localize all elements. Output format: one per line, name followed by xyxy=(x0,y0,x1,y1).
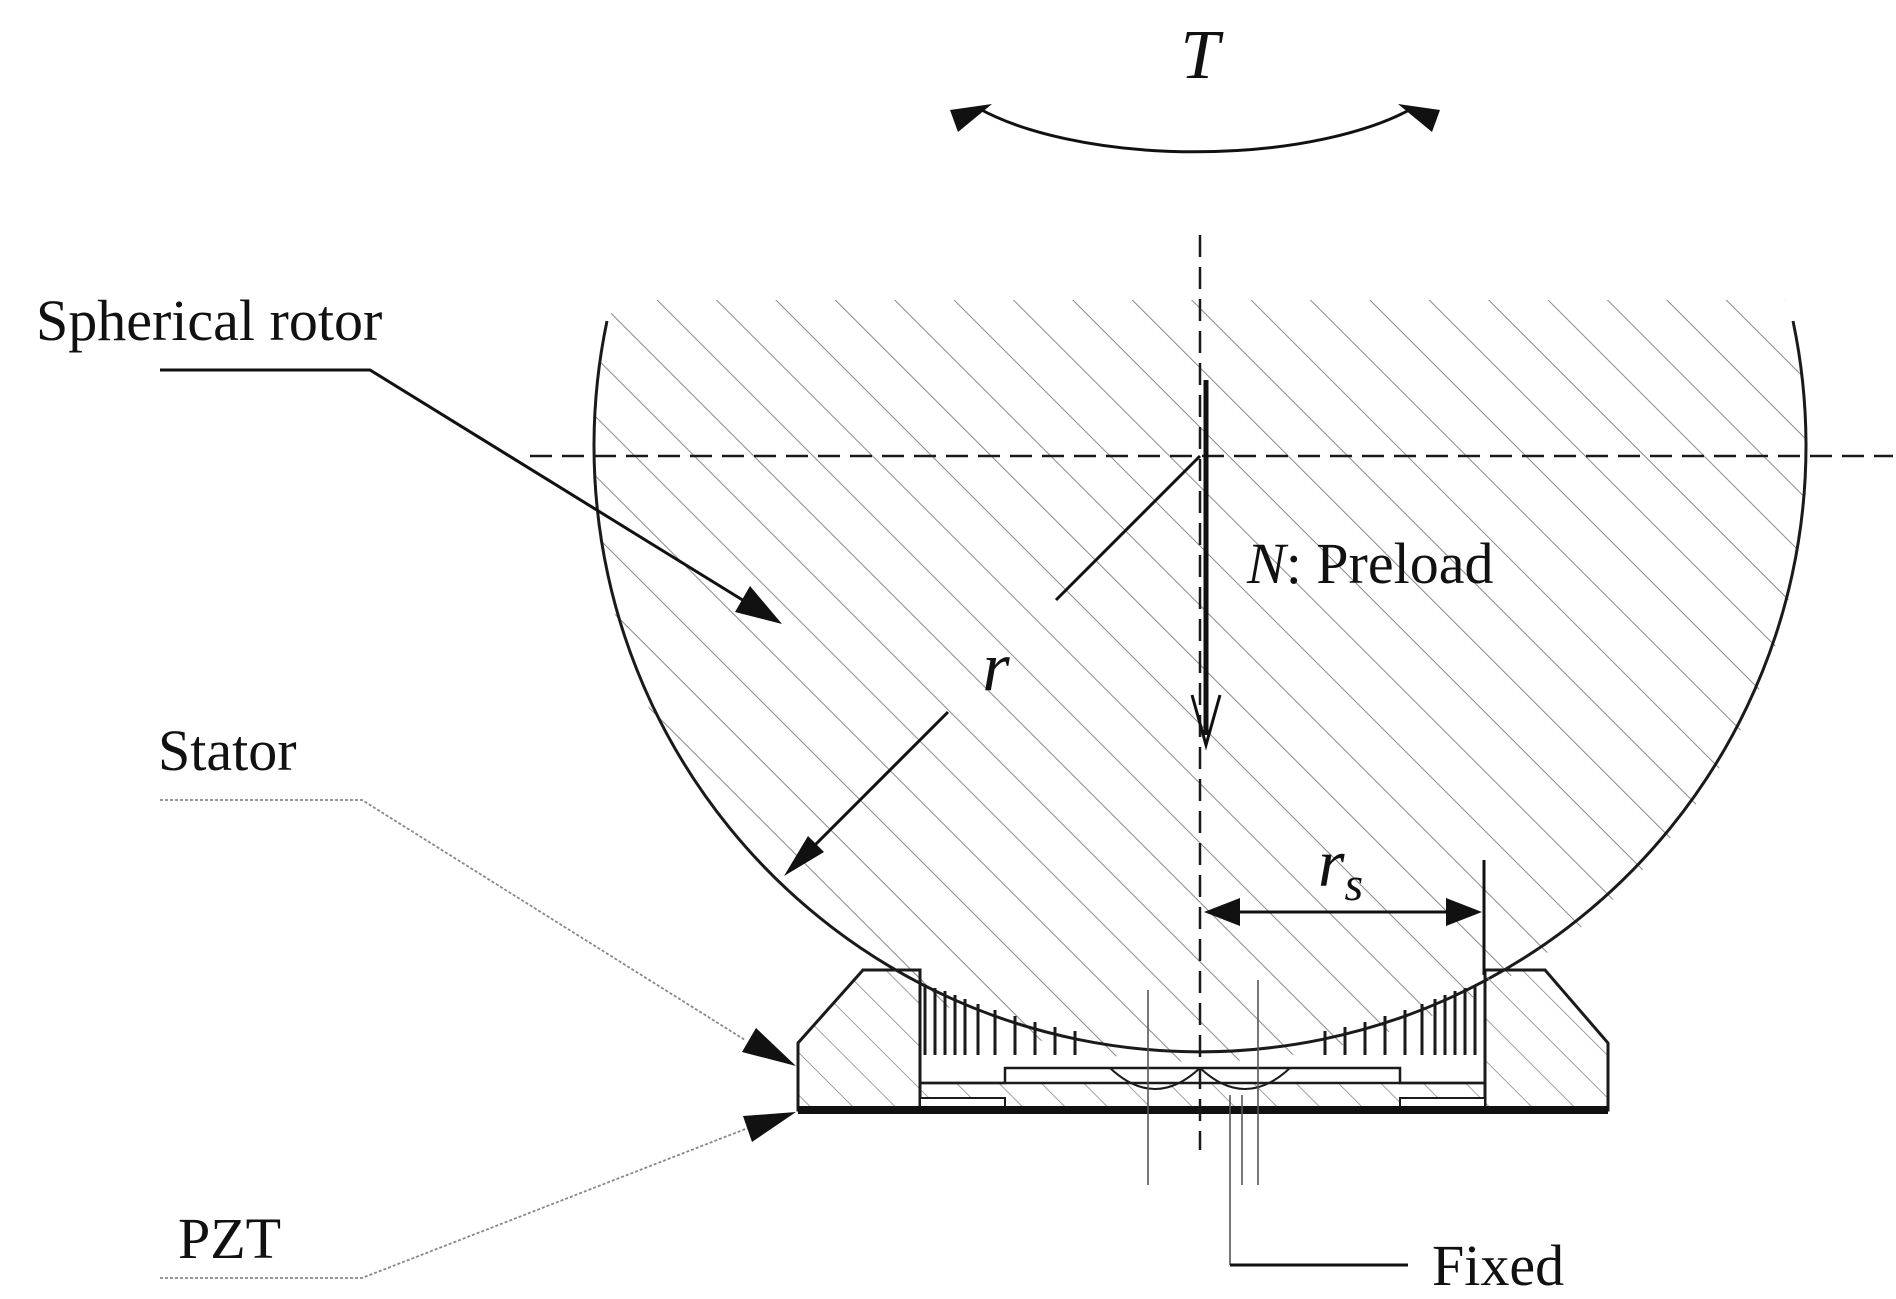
stator-leader xyxy=(160,799,796,1066)
pzt-layer xyxy=(798,1106,1608,1114)
stator-radius-dimension xyxy=(1204,860,1486,975)
stator-radius-label: rs xyxy=(1318,825,1363,911)
spherical-rotor-label: Spherical rotor xyxy=(36,288,382,353)
pzt-label: PZT xyxy=(178,1206,281,1271)
stator xyxy=(796,968,1610,1112)
pzt-leader xyxy=(160,1112,796,1279)
preload-label: N: Preload xyxy=(1246,531,1493,596)
torque-label: T xyxy=(1181,17,1225,94)
radius-arrow xyxy=(784,454,1202,876)
preload-arrow xyxy=(1190,380,1222,751)
stator-label: Stator xyxy=(158,718,297,783)
fixed-label: Fixed xyxy=(1432,1233,1564,1298)
preload-text: : Preload xyxy=(1286,531,1494,596)
stator-radius-main: r xyxy=(1318,825,1345,901)
stator-radius-sub: s xyxy=(1344,858,1363,911)
stator-teeth xyxy=(923,985,1477,1055)
spherical-rotor-leader xyxy=(160,368,782,624)
preload-symbol: N xyxy=(1246,531,1289,596)
torque-arrow xyxy=(950,104,1440,154)
radius-label: r xyxy=(982,629,1010,706)
fixed-guides xyxy=(1147,980,1259,1265)
